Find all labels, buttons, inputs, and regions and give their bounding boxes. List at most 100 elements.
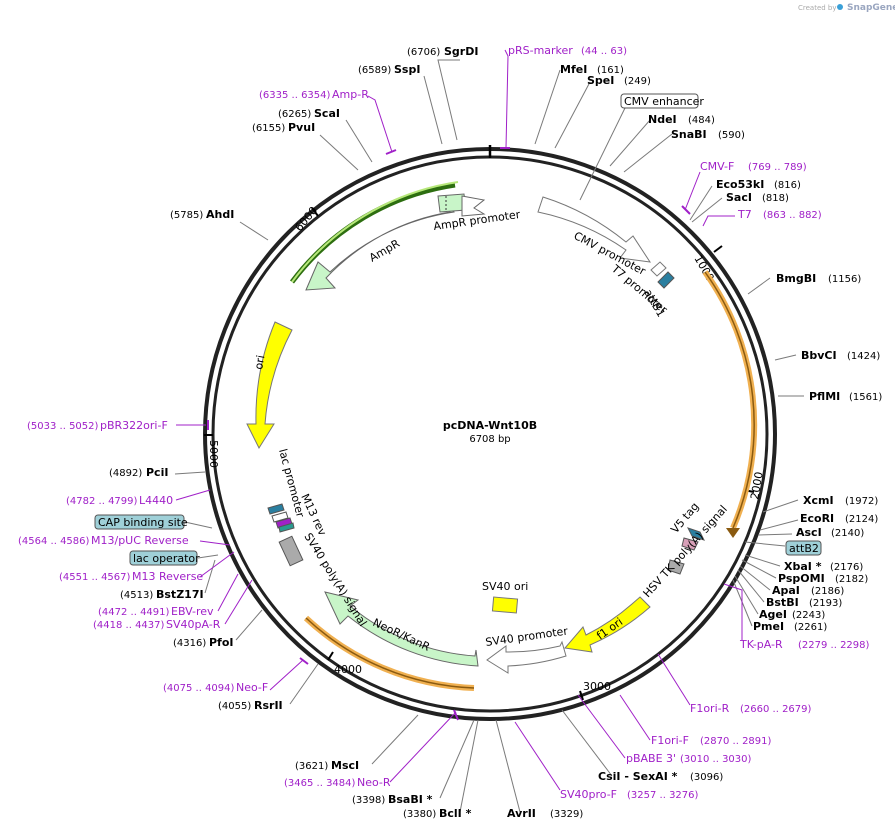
lac-operator-label: lac operator <box>133 552 200 565</box>
site-pos-ahdi: (5785) <box>170 210 203 221</box>
site-pos-pspomi: (2182) <box>835 574 868 585</box>
wnt10b-orf-line <box>704 271 755 529</box>
primer-name-sv40pro-f: SV40pro-F <box>560 788 617 801</box>
f1-ori-arrow <box>564 596 651 653</box>
primer-name-l4440: L4440 <box>139 494 173 507</box>
site-name-scai: ScaI <box>314 107 340 120</box>
primer-name-pbr322ori-f: pBR322ori-F <box>100 419 168 432</box>
site-pos-spei: (249) <box>624 76 651 87</box>
site-name-bcli: BclI * <box>439 807 472 820</box>
pleader-prs-marker <box>504 49 509 149</box>
ori-arrow <box>246 321 293 450</box>
leader-apai <box>739 565 771 591</box>
leader-lac-operator <box>197 554 219 559</box>
site-name-xcmi: XcmI <box>803 494 834 507</box>
leader-rsrii <box>289 663 319 705</box>
site-name-ecori: EcoRI <box>800 512 834 525</box>
leader-asci <box>757 533 793 536</box>
leader-bcli <box>459 719 479 813</box>
site-name-agei: AgeI <box>759 608 787 621</box>
site-name-apai: ApaI <box>772 584 800 597</box>
site-name-mfei: MfeI <box>560 63 587 76</box>
tick-5000: 5000 <box>207 440 220 468</box>
leader-attb2 <box>744 541 786 547</box>
plasmid-length: 6708 bp <box>469 434 510 445</box>
primer-name-prs-marker: pRS-marker <box>508 44 573 57</box>
tick-mark-6000 <box>311 207 319 217</box>
pleader-sv40pa-r <box>224 579 253 625</box>
site-name-eco53ki: Eco53kI <box>716 178 764 191</box>
site-name-pvui: PvuI <box>288 121 315 134</box>
site-name-csii: CsiI - SexAI * <box>598 770 678 783</box>
site-pos-bmgbi: (1156) <box>828 274 861 285</box>
primer-pos-f1ori-r: (2660 .. 2679) <box>740 704 812 715</box>
primer-pos-pbabe3: (3010 .. 3030) <box>680 754 752 765</box>
primer-pos-f1ori-f: (2870 .. 2891) <box>700 736 772 747</box>
leader-sgrdi <box>437 59 460 141</box>
primer-pos-amp-r: (6335 .. 6354) <box>259 90 331 101</box>
pmark-neo-f <box>299 657 309 665</box>
primer-name-cmv-f: CMV-F <box>700 160 734 173</box>
site-pos-ecori: (2124) <box>845 514 878 525</box>
primer-name-m13-reverse: M13 Reverse <box>132 570 203 583</box>
v5-tag-box <box>687 527 705 541</box>
leader-pspomi <box>741 559 777 579</box>
primer-pos-ebv-rev: (4472 .. 4491) <box>98 607 170 618</box>
site-pos-ndei: (484) <box>688 115 715 126</box>
leader-bmgbi <box>747 277 771 295</box>
leader-bbvci <box>774 354 797 361</box>
site-name-pcii: PciI <box>146 466 168 479</box>
site-pos-saci: (818) <box>762 193 789 204</box>
sv40-polya-box <box>278 535 304 567</box>
primer-name-neo-r: Neo-R <box>357 776 391 789</box>
tick-mark-3000 <box>579 690 584 701</box>
leader-xcmi <box>762 499 799 513</box>
attb1-box <box>657 271 675 289</box>
tick-mark-4000 <box>327 651 334 661</box>
leader-pcii <box>174 471 206 475</box>
site-pos-agei: (2243) <box>792 610 825 621</box>
primer-pos-prs-marker: (44 .. 63) <box>581 46 627 57</box>
neo-arrow <box>324 591 479 667</box>
tick-3000: 3000 <box>583 680 611 693</box>
site-pos-rsrii: (4055) <box>218 701 251 712</box>
primer-name-pbabe3: pBABE 3' <box>626 752 676 765</box>
pleader-m13-puc-reverse <box>199 540 231 546</box>
site-name-pspomi: PspOMI <box>778 572 825 585</box>
site-pos-xcmi: (1972) <box>845 496 878 507</box>
primer-pos-tk-pa-r: (2279 .. 2298) <box>798 640 870 651</box>
ampr-arrow <box>305 195 455 291</box>
leader-pfoi <box>235 609 263 641</box>
site-name-pmei: PmeI <box>753 620 784 633</box>
primer-pos-l4440: (4782 .. 4799) <box>66 496 138 507</box>
pleader-ebv-rev <box>217 573 239 612</box>
pleader-amp-r <box>367 95 393 153</box>
pleader-tk-pa-r <box>723 583 743 640</box>
cmv-promoter-arrow <box>537 196 652 263</box>
site-name-spei: SpeI <box>587 74 614 87</box>
site-name-sgrdi: SgrDI <box>444 45 478 58</box>
site-pos-asci: (2140) <box>831 528 864 539</box>
leader-cmv-enhancer <box>579 107 626 201</box>
site-pos-sgrdi: (6706) <box>407 47 440 58</box>
primer-name-neo-f: Neo-F <box>236 681 268 694</box>
wnt10b-orf-arrowhead <box>726 528 740 538</box>
attb2-label: attB2 <box>789 542 819 555</box>
sv40-ori-box <box>491 596 519 614</box>
site-name-bstbi: BstBI <box>766 596 799 609</box>
primer-pos-t7: (863 .. 882) <box>763 210 822 221</box>
pleader-sv40pro-f <box>514 721 561 791</box>
snapgene-logo: SnapGene <box>847 3 895 13</box>
leader-agei <box>734 575 759 615</box>
site-pos-pcii: (4892) <box>109 468 142 479</box>
site-pos-snabi: (590) <box>718 130 745 141</box>
primer-name-ebv-rev: EBV-rev <box>171 605 214 618</box>
primer-name-f1ori-r: F1ori-R <box>690 702 730 715</box>
site-pos-csii: (3096) <box>690 772 723 783</box>
leader-ahdi <box>239 221 269 241</box>
primer-pos-sv40pro-f: (3257 .. 3276) <box>627 790 699 801</box>
tick-4000: 4000 <box>334 663 362 676</box>
lac-promoter-arrow <box>271 511 289 523</box>
neo-highlight-line <box>305 617 475 689</box>
leader-avrii <box>495 719 521 813</box>
